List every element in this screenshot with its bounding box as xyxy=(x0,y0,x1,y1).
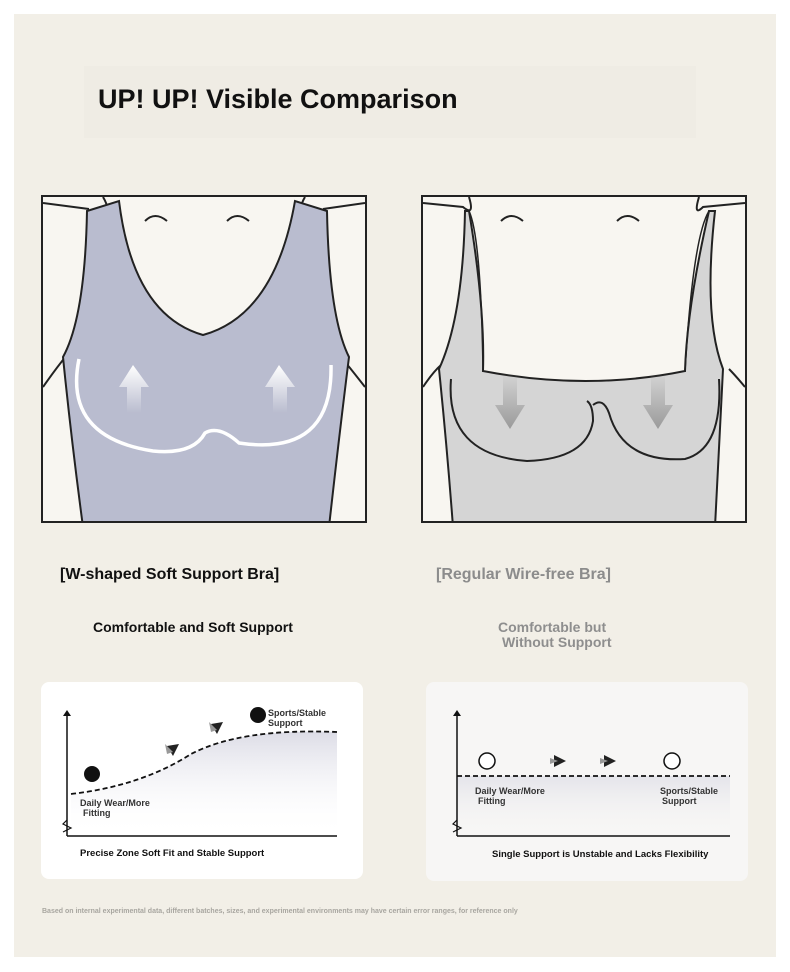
title-band xyxy=(84,66,696,138)
axis-break-icon xyxy=(61,819,73,833)
w-shaped-bra-illustration xyxy=(41,195,367,523)
w-shaped-bra-icon xyxy=(43,197,365,521)
regular-bra-illustration xyxy=(421,195,747,523)
progress-arrow-icon xyxy=(604,755,616,767)
end-marker xyxy=(250,707,266,723)
page-title: UP! UP! Visible Comparison xyxy=(98,84,458,114)
chart-caption: Single Support is Unstable and Lacks Fle… xyxy=(492,849,709,860)
chart-area xyxy=(71,731,337,836)
end-marker xyxy=(663,752,681,770)
progress-arrow-icon xyxy=(211,722,223,734)
description-regular-line1: Comfortable but xyxy=(498,619,607,635)
chart-area xyxy=(457,776,730,836)
support-chart-regular: Daily Wear/More Fitting Sports/Stable Su… xyxy=(426,682,748,881)
description-w-shaped: Comfortable and Soft Support xyxy=(93,619,293,635)
product-name-regular: [Regular Wire-free Bra] xyxy=(436,566,612,583)
axis-break-icon xyxy=(451,819,463,833)
description-regular: Comfortable but Without Support xyxy=(498,620,612,650)
start-label: Daily Wear/More Fitting xyxy=(475,786,545,806)
y-axis-arrowhead xyxy=(63,710,71,716)
start-label: Daily Wear/More Fitting xyxy=(80,798,150,818)
progress-arrow-icon xyxy=(167,744,179,756)
y-axis-arrowhead xyxy=(453,710,461,716)
end-label: Sports/Stable Support xyxy=(660,786,719,806)
footnote: Based on internal experimental data, dif… xyxy=(42,908,518,915)
regular-bra-icon xyxy=(423,197,745,521)
start-marker xyxy=(478,752,496,770)
support-curve xyxy=(70,730,338,795)
support-curve-rising xyxy=(61,707,338,837)
end-label: Sports/Stable Support xyxy=(268,708,327,728)
support-chart-w-shaped: Daily Wear/More Fitting Sports/Stable Su… xyxy=(41,682,363,879)
chart-caption: Precise Zone Soft Fit and Stable Support xyxy=(80,848,265,859)
progress-arrow-icon xyxy=(554,755,566,767)
start-marker xyxy=(84,766,100,782)
support-curve-flat xyxy=(451,710,730,837)
product-name-w-shaped: [W-shaped Soft Support Bra] xyxy=(60,566,280,583)
description-regular-line2: Without Support xyxy=(502,634,612,650)
